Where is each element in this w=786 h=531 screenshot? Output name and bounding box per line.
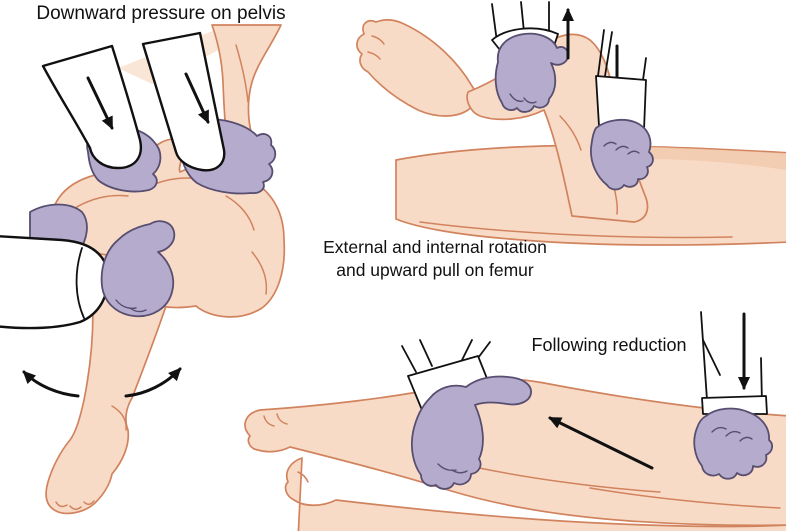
press-knuckle-2 (615, 145, 629, 151)
leg-crease-1 (589, 487, 781, 509)
lift-glove-curl-2 (523, 97, 537, 104)
under-toe-line (297, 471, 309, 483)
buttock-fold (251, 251, 268, 295)
patient-lower-leg-foot (45, 259, 169, 515)
reduction-arrow (548, 416, 654, 470)
press-hand-glove (693, 407, 773, 480)
body-band-crease (419, 221, 733, 239)
press-knuckle-2 (725, 430, 741, 437)
knee-sleeve-line-2 (419, 339, 433, 367)
panel-rotation (356, 1, 786, 246)
press-sleeve-line-3 (642, 57, 647, 81)
panel-following-reduction (244, 310, 786, 531)
knee-glove-curl-2 (451, 469, 468, 474)
lift-glove (494, 32, 569, 113)
top-toe-line-2 (276, 413, 288, 425)
operator-cuff-seam (75, 247, 85, 319)
ankle-bump (111, 405, 127, 431)
knee-sleeve-line-3 (461, 339, 473, 361)
press-sleeve-line-2 (604, 31, 613, 77)
patient-under-leg (284, 457, 786, 531)
label-rotation-line2: and upward pull on femur (336, 260, 534, 280)
label-following-reduction: Following reduction (531, 335, 687, 355)
label-rotation-line1: External and internal rotation (323, 237, 547, 257)
operator-glove-knee (100, 220, 176, 318)
knee-glove (410, 375, 532, 490)
knee-sleeve-line-4 (477, 341, 491, 359)
lift-glove-curl-1 (509, 93, 524, 103)
toe-line-2 (69, 505, 82, 510)
press-hand-glove (590, 118, 654, 191)
operator-sleeve (0, 235, 110, 330)
thigh-crease-1 (71, 194, 129, 211)
foot-toe-line-1 (371, 35, 385, 45)
rotation-arrow-right (124, 367, 182, 398)
assistant-sleeve-left (41, 44, 143, 170)
patient-foot (356, 19, 477, 117)
label-rotation: External and internal rotation and upwar… (285, 236, 585, 282)
press-knuckle-1 (711, 426, 727, 433)
glove-curl-2 (129, 307, 147, 313)
press-knuckle-1 (603, 141, 617, 147)
press-sleeve-edge-left (700, 311, 708, 401)
body-band-shade (640, 146, 786, 170)
press-sleeve-fold (702, 339, 721, 376)
thigh-crease-3 (225, 195, 255, 231)
downward-arrow-left (86, 76, 114, 130)
lift-sleeve-line-2 (520, 1, 525, 33)
panel-downward-pressure (0, 24, 286, 515)
label-downward-pressure: Downward pressure on pelvis (36, 3, 286, 24)
top-toe-line-1 (263, 415, 275, 427)
press-sleeve-line-1 (597, 29, 605, 77)
assistant-sleeve-right (141, 31, 226, 172)
toe-line-1 (55, 501, 68, 508)
press-knuckle-3 (627, 150, 640, 155)
lift-sleeve-line-1 (491, 3, 498, 43)
knee-sleeve-line-1 (401, 345, 417, 373)
torso-crease (235, 44, 249, 103)
toe-line-3 (83, 500, 95, 505)
press-knuckle-3 (739, 436, 753, 442)
rotation-arrow-left (22, 370, 80, 398)
press-sleeve-fill (700, 310, 764, 406)
glove-curl-1 (115, 299, 137, 310)
knee-glove-curl-1 (437, 463, 457, 472)
downward-arrow-right (184, 72, 210, 124)
knee-crease (559, 115, 582, 151)
foot-toe-line-2 (367, 51, 381, 60)
